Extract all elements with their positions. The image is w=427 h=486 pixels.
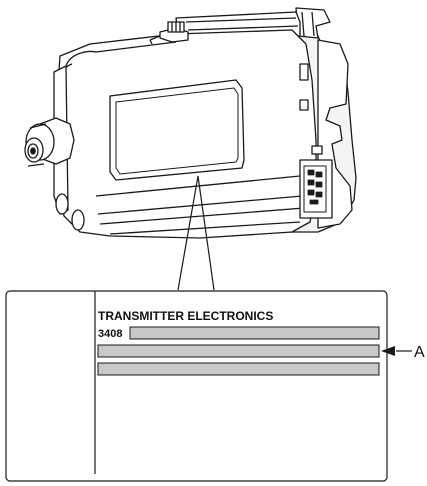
transmitter-housing	[24, 7, 357, 239]
label-field-2	[97, 344, 380, 358]
label-title: TRANSMITTER ELECTRONICS	[98, 309, 273, 323]
label-field-1	[129, 326, 380, 340]
callout-a-letter: A	[414, 344, 425, 361]
label-field-3	[97, 362, 380, 376]
callout-pointer	[177, 175, 215, 291]
label-detail-panel: TRANSMITTER ELECTRONICS 3408	[5, 290, 388, 482]
callout-a-arrowhead	[381, 346, 395, 356]
callout-a: A	[381, 344, 425, 361]
model-number: 3408	[98, 328, 122, 340]
